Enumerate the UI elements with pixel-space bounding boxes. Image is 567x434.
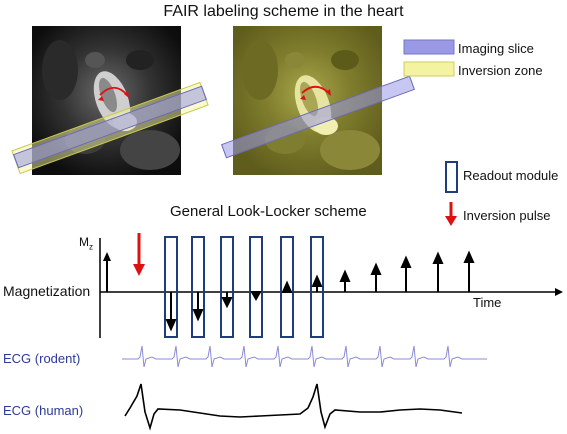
initial-magnetization-arrow (103, 252, 111, 292)
readout-module (164, 236, 178, 338)
inversion-pulse-arrow (133, 233, 145, 276)
legend-imaging-swatch (403, 39, 455, 55)
readout-module (220, 236, 234, 338)
time-axis-label: Time (473, 295, 502, 310)
ecg-rodent-trace (122, 345, 487, 368)
readout-module (310, 236, 324, 338)
legend-readout-label: Readout module (463, 168, 559, 183)
readout-modules (164, 236, 324, 338)
legend-inversion-label: Inversion zone (458, 63, 543, 78)
readout-module (280, 236, 294, 338)
ecg-rodent-label: ECG (rodent) (3, 351, 81, 366)
magnetization-axes (99, 238, 563, 338)
legend-pulse-label: Inversion pulse (463, 208, 551, 223)
readout-module (191, 236, 205, 338)
legend-readout-swatch (445, 161, 458, 193)
recovery-arrows (165, 250, 475, 332)
readout-module (249, 236, 263, 338)
look-locker-title: General Look-Locker scheme (170, 203, 367, 220)
figure-title: FAIR labeling scheme in the heart (163, 3, 404, 20)
ecg-human-label: ECG (human) (3, 403, 84, 418)
legend-pulse-arrow (445, 202, 457, 226)
mri-image-left (11, 26, 209, 175)
legend-imaging-label: Imaging slice (458, 41, 534, 56)
ecg-human-trace (124, 383, 463, 431)
legend-inversion-swatch (403, 61, 455, 77)
mz-axis-label: Mz (79, 235, 93, 252)
mri-image-right (220, 26, 416, 175)
magnetization-label: Magnetization (3, 283, 91, 299)
